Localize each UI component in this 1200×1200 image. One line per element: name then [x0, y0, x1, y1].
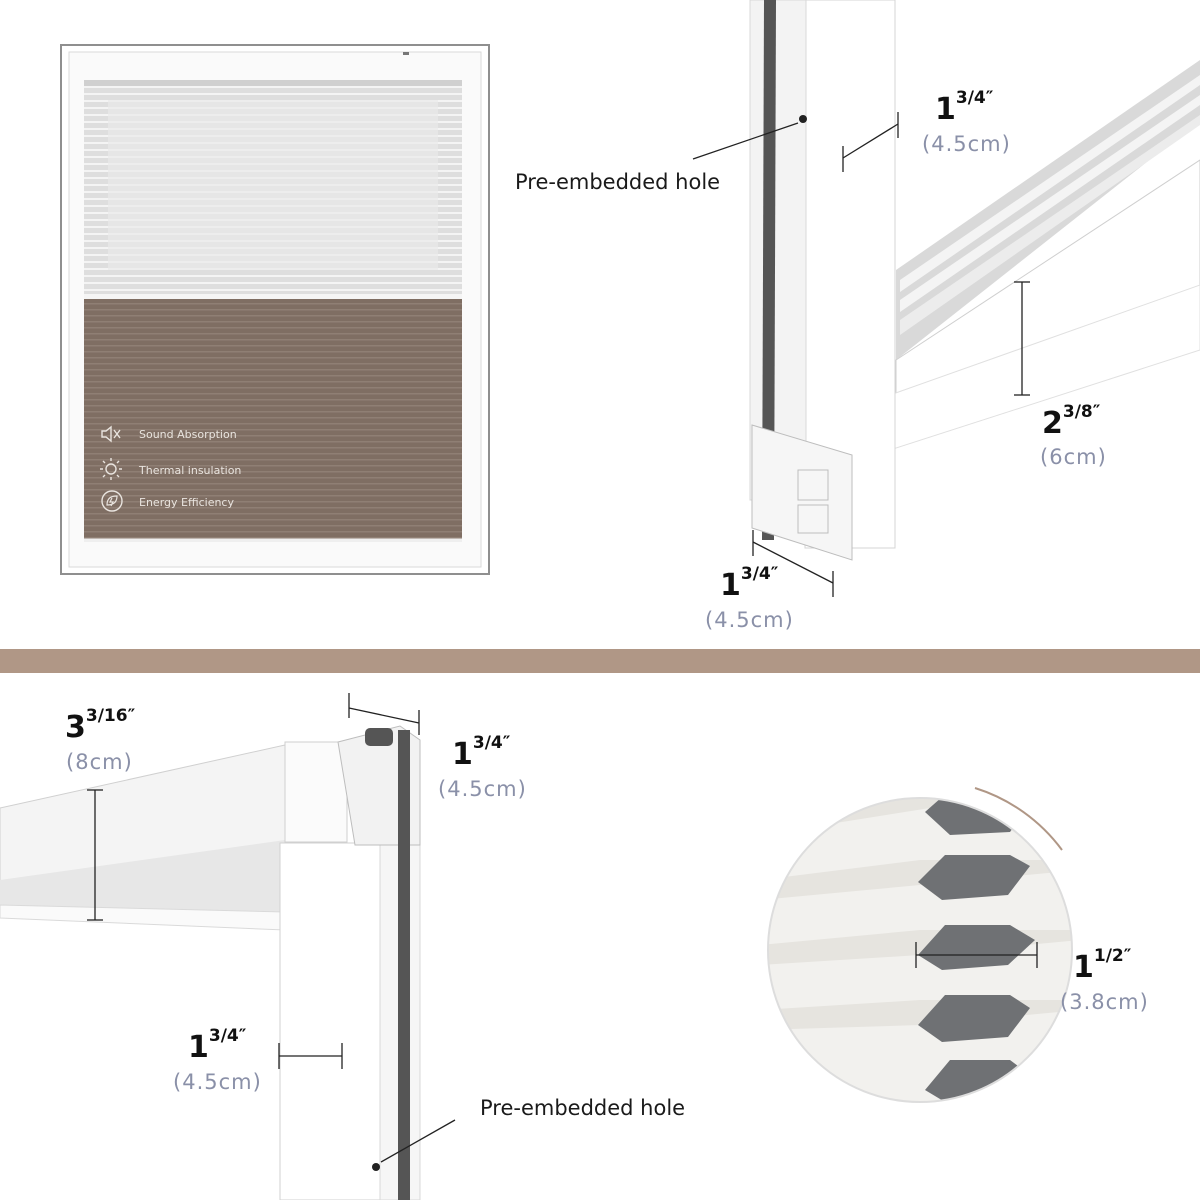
dark-pleat-line	[84, 399, 462, 401]
dark-pleat-line	[84, 429, 462, 431]
dark-pleat-line	[84, 387, 462, 389]
dimension-top-depth-metric: (4.5cm)	[438, 777, 527, 801]
dark-pleat-line	[84, 483, 462, 485]
light-pleat-line	[84, 86, 462, 88]
dark-pleat-line	[84, 513, 462, 515]
light-pleat-line	[84, 289, 462, 291]
dark-pleat-line	[84, 315, 462, 317]
dimension-cell-width-metric: (3.8cm)	[1060, 990, 1149, 1014]
dimension-bottom-depth-metric: (4.5cm)	[705, 608, 794, 632]
dark-pleat-line	[84, 393, 462, 395]
dimension-side-width-top: 13/4″	[935, 88, 994, 127]
feature-label-thermal: Thermal insulation	[139, 464, 242, 477]
dimension-rail-height: 23/8″	[1042, 402, 1101, 441]
dark-pleat-line	[84, 537, 462, 539]
light-pleat-line	[84, 93, 462, 95]
dark-pleat-line	[84, 321, 462, 323]
light-pleat-line	[84, 275, 462, 277]
dark-pleat-line	[84, 417, 462, 419]
dimension-stile-width: 13/4″	[188, 1026, 247, 1065]
dark-pleat-line	[84, 303, 462, 305]
dark-pleat-line	[84, 369, 462, 371]
dark-pleat-line	[84, 453, 462, 455]
dark-pleat-line	[84, 405, 462, 407]
dark-pleat-line	[84, 531, 462, 533]
dark-pleat-line	[84, 435, 462, 437]
dark-pleat-line	[84, 447, 462, 449]
dark-pleat-line	[84, 327, 462, 329]
dimension-stile-width-metric: (4.5cm)	[173, 1070, 262, 1094]
dark-pleat-line	[84, 357, 462, 359]
section-divider	[0, 649, 1200, 673]
dark-pleat-line	[84, 459, 462, 461]
dark-pleat-line	[84, 339, 462, 341]
dimension-headrail-height-metric: (8cm)	[66, 750, 133, 774]
energy-leaf-icon	[99, 488, 123, 512]
dark-pleat-line	[84, 363, 462, 365]
dark-pleat-line	[84, 519, 462, 521]
dark-pleat-line	[84, 309, 462, 311]
dark-pleat-line	[84, 507, 462, 509]
dark-pleat-line	[84, 489, 462, 491]
dark-pleat-line	[84, 423, 462, 425]
dark-pleat-line	[84, 441, 462, 443]
dark-pleat-line	[84, 477, 462, 479]
dark-pleat-line	[84, 375, 462, 377]
dimension-headrail-height: 33/16″	[65, 706, 136, 745]
dimension-bottom-depth: 13/4″	[720, 564, 779, 603]
dimension-top-depth: 13/4″	[452, 733, 511, 772]
dark-pleat-line	[84, 411, 462, 413]
dark-pleat-line	[84, 351, 462, 353]
hole-label-top: Pre-embedded hole	[515, 170, 721, 194]
light-pleat-line	[84, 282, 462, 284]
dark-pleat-line	[84, 333, 462, 335]
feature-label-energy: Energy Efficiency	[139, 496, 234, 509]
dimension-cell-width: 11/2″	[1073, 946, 1132, 985]
speaker-mute-icon	[100, 425, 121, 443]
sun-icon	[98, 456, 122, 480]
feature-label-sound: Sound Absorption	[139, 428, 237, 441]
dark-pleat-line	[84, 465, 462, 467]
dark-pleat-line	[84, 381, 462, 383]
dimension-side-width-top-metric: (4.5cm)	[922, 132, 1011, 156]
dark-pleat-line	[84, 525, 462, 527]
dimension-rail-height-metric: (6cm)	[1040, 445, 1107, 469]
dark-pleat-line	[84, 345, 462, 347]
hole-label-bottom: Pre-embedded hole	[480, 1096, 686, 1120]
dark-pleat-line	[84, 501, 462, 503]
dark-pleat-line	[84, 495, 462, 497]
dark-pleat-line	[84, 471, 462, 473]
